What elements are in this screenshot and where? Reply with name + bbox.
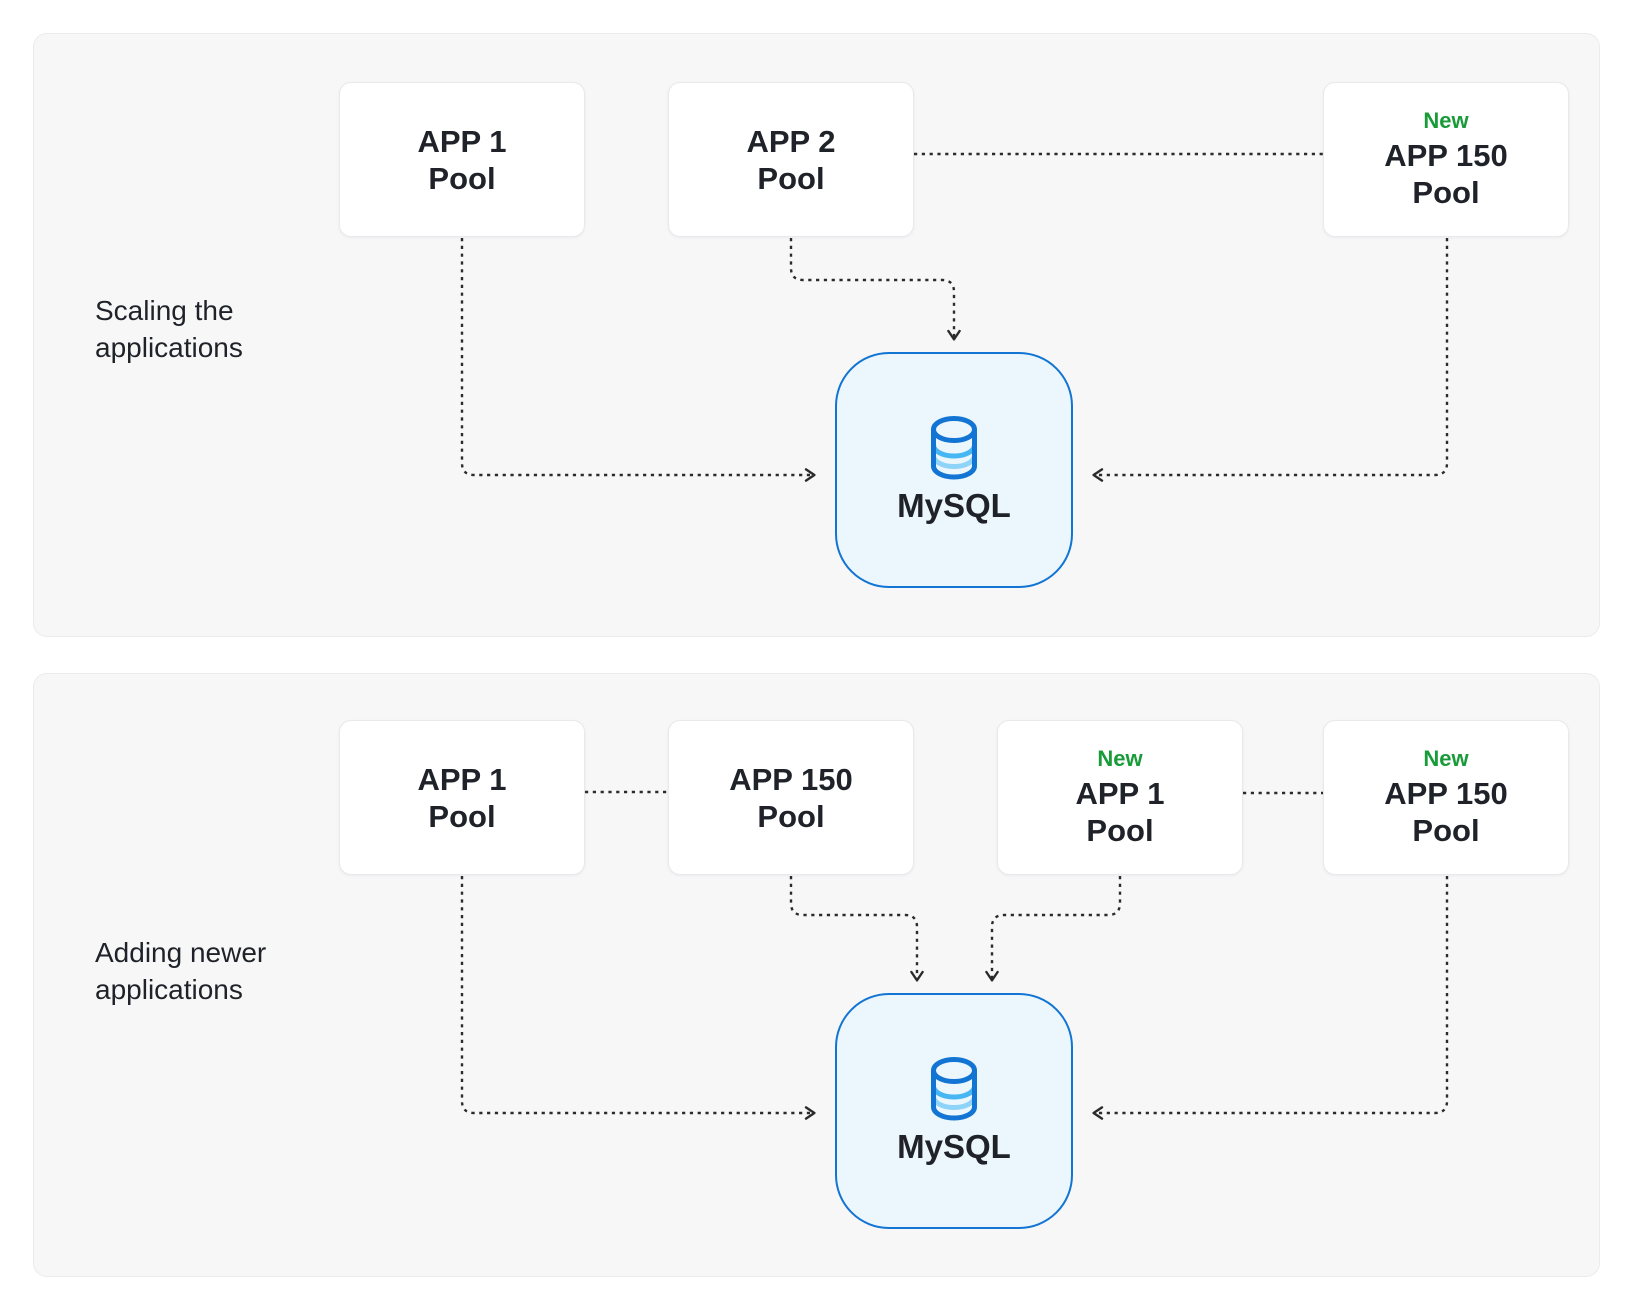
app-box-subtitle: Pool	[1086, 813, 1154, 848]
app-box-title: APP 1	[1075, 776, 1165, 811]
app1-pool-box: APP 1 Pool	[339, 82, 585, 237]
app-box-title: APP 1	[417, 123, 507, 159]
mysql-label: MySQL	[897, 487, 1011, 524]
panel-caption-scaling: Scaling the applications	[95, 295, 243, 363]
app2-pool-box: APP 2 Pool	[668, 82, 914, 237]
app-box-title: APP 150	[1384, 138, 1508, 173]
new-badge: New	[1423, 746, 1469, 771]
app-box-title: APP 1	[417, 761, 507, 797]
new-badge: New	[1423, 108, 1469, 133]
database-cylinder-icon	[931, 1057, 977, 1121]
app150-pool-box-new: New APP 150 Pool	[1323, 720, 1569, 875]
app-box-title: APP 150	[729, 761, 853, 797]
app-box-subtitle: Pool	[1412, 175, 1480, 210]
panel-caption-adding: Adding newer applications	[95, 937, 267, 1005]
app-box-subtitle: Pool	[428, 160, 496, 196]
app1-pool-box-new: New APP 1 Pool	[997, 720, 1243, 875]
app-box-title: APP 2	[746, 123, 836, 159]
app-box-subtitle: Pool	[428, 798, 496, 834]
app-box-subtitle: Pool	[1412, 813, 1480, 848]
app-box-subtitle: Pool	[757, 160, 825, 196]
database-cylinder-icon	[931, 416, 977, 480]
app1-pool-box: APP 1 Pool	[339, 720, 585, 875]
mysql-box: MySQL	[835, 993, 1073, 1229]
mysql-box: MySQL	[835, 352, 1073, 588]
mysql-label: MySQL	[897, 1128, 1011, 1165]
app150-pool-box: APP 150 Pool	[668, 720, 914, 875]
app150-pool-box-new: New APP 150 Pool	[1323, 82, 1569, 237]
app-box-subtitle: Pool	[757, 798, 825, 834]
new-badge: New	[1097, 746, 1143, 771]
app-box-title: APP 150	[1384, 776, 1508, 811]
